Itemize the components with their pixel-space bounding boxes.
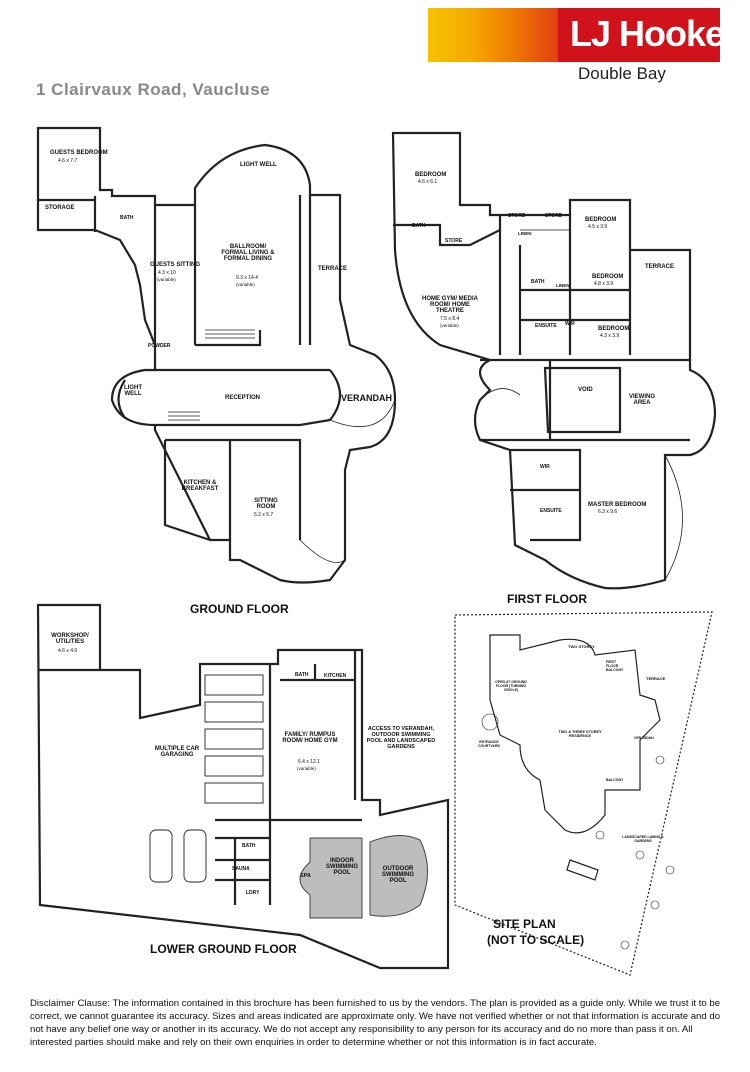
- room-outdoor-pool: OUTDOOR SWIMMING POOL: [382, 866, 414, 884]
- site-balcony: BALCONY: [606, 778, 624, 782]
- room-guests-sitting: GUESTS SITTING: [150, 262, 201, 268]
- room-laundry: LDRY: [246, 890, 260, 896]
- logo-color-stripes: [428, 8, 578, 62]
- room-store-1: STORE: [508, 213, 526, 219]
- room-linen-1: LINEN: [518, 231, 532, 236]
- room-bath-first-2: BATH: [531, 279, 545, 285]
- site-two-storey: TWO STOREY: [568, 644, 595, 649]
- ground-floor-title: GROUND FLOOR: [190, 602, 289, 616]
- room-home-gym-note: (variable): [440, 323, 459, 328]
- site-first-floor-balcony: FIRST FLOOR BALCONY: [606, 660, 624, 672]
- site-entrance-courtyard: ENTRANCE COURTYARD: [477, 740, 501, 748]
- room-bath: BATH: [120, 215, 134, 221]
- room-storage: STORAGE: [45, 205, 75, 211]
- property-address: 1 Clairvaux Road, Vaucluse: [36, 80, 271, 99]
- site-terrace: TERRACE: [646, 676, 666, 681]
- site-plan-subtitle: (NOT TO SCALE): [487, 933, 585, 947]
- garage-car-bays: [149, 674, 264, 883]
- room-store-3: STORE: [445, 238, 463, 244]
- room-ensuite-1: ENSUITE: [535, 323, 557, 329]
- first-floor-details: [479, 229, 683, 581]
- site-landscaped-lawns: LANDSCAPED LAWNS & GARDENS: [622, 835, 664, 843]
- room-bedroom-4-size: 4.3 x 3.9: [600, 333, 620, 339]
- room-void: VOID: [578, 387, 593, 393]
- room-guests-sitting-size: 4.3 x 10: [158, 270, 176, 276]
- indoor-pool: [299, 837, 363, 919]
- room-reception: RECEPTION: [225, 395, 261, 401]
- room-linen-2: LINEN: [556, 283, 570, 288]
- room-terrace-first: TERRACE: [645, 264, 675, 270]
- room-ensuite-2: ENSUITE: [540, 508, 562, 514]
- lower-ground-floor-plan: [36, 603, 450, 970]
- lj-hooker-logo: LJ Hooker: [428, 8, 720, 62]
- site-plan: [454, 611, 713, 976]
- room-wir-2: WIR: [540, 464, 550, 470]
- room-terrace-ground: TERRACE: [318, 266, 348, 272]
- room-guests-sitting-note: (variable): [157, 277, 176, 282]
- room-multiple-car-garaging: MULTIPLE CAR GARAGING: [154, 746, 200, 758]
- room-viewing-area: VIEWING AREA: [628, 394, 655, 406]
- room-bedroom-3-size: 4.8 x 3.9: [594, 281, 614, 287]
- room-ballroom-size: 9.3 x 14.4: [236, 275, 258, 281]
- site-plan-title: SITE PLAN: [493, 917, 556, 931]
- room-kitchen-lower: KITCHEN: [324, 673, 347, 679]
- ground-floor-plan: [36, 126, 397, 584]
- room-bath-lower-2: BATH: [242, 843, 256, 849]
- room-family-rumpus-size: 6.4 x 12.1: [298, 759, 320, 765]
- room-verandah: VERANDAH: [341, 393, 393, 403]
- room-indoor-pool: INDOOR SWIMMING POOL: [326, 858, 358, 876]
- room-ballroom-note: (variable): [236, 282, 255, 287]
- room-family-rumpus: FAMILY/ RUMPUS ROOM/ HOME GYM: [282, 732, 338, 744]
- room-ballroom: BALLROOM/ FORMAL LIVING & FORMAL DINING: [221, 244, 275, 262]
- site-verandah: VERANDAH: [634, 736, 654, 740]
- logo-brand-block: LJ Hooker: [558, 8, 720, 62]
- floor-plans-drawing: [36, 126, 717, 976]
- room-sauna: SAUNA: [232, 866, 250, 872]
- lower-ground-floor-title: LOWER GROUND FLOOR: [150, 942, 297, 956]
- outdoor-pool: [369, 835, 428, 917]
- room-master-bedroom-size: 6.3 x 9.6: [598, 509, 618, 515]
- first-floor-title: FIRST FLOOR: [507, 592, 587, 606]
- room-spa: SPA: [300, 873, 311, 879]
- room-bath-lower-1: BATH: [295, 672, 309, 678]
- room-light-well: LIGHT WELL: [124, 385, 142, 397]
- room-family-rumpus-note: (variable): [297, 766, 316, 771]
- room-home-gym-media: HOME GYM/ MEDIA ROOM/ HOME THEATRE: [421, 296, 478, 314]
- room-access-verandah: ACCESS TO VERANDAH, OUTDOOR SWIMMING POO…: [366, 726, 436, 750]
- room-bedroom-1-size: 4.6 x 6.1: [418, 179, 438, 185]
- room-master-bedroom: MASTER BEDROOM: [588, 502, 647, 508]
- room-home-gym-size: 7.5 x 8.4: [440, 316, 460, 322]
- disclaimer-text: Disclaimer Clause: The information conta…: [30, 998, 721, 1048]
- ground-floor-details: [168, 329, 396, 563]
- room-bedroom-2-size: 4.5 x 3.9: [588, 224, 608, 230]
- site-residence: TWO & THREE STOREY RESIDENCE: [558, 730, 602, 738]
- room-guests-bedroom: GUESTS BEDROOM: [50, 150, 108, 156]
- room-workshop-size: 4.6 x 4.6: [58, 648, 78, 654]
- room-sitting-room: SITTING ROOM: [254, 498, 278, 510]
- room-kitchen-breakfast: KITCHEN & BREAKFAST: [181, 480, 219, 492]
- site-open-ground-floor: OPEN AT GROUND FLOOR (TURNING CIRCLE): [495, 680, 527, 692]
- brand-name: LJ Hooker: [570, 13, 720, 54]
- office-name: Double Bay: [578, 64, 666, 83]
- room-bedroom-3: BEDROOM: [592, 274, 624, 280]
- room-workshop: WORKSHOP/ UTILITIES: [51, 633, 89, 645]
- room-bedroom-2: BEDROOM: [585, 217, 617, 223]
- room-guests-bedroom-size: 4.6 x 7.7: [58, 158, 78, 164]
- room-sitting-room-size: 5.2 x 5.7: [254, 512, 274, 518]
- room-bedroom-4: BEDROOM: [598, 326, 630, 332]
- room-bath-first: BATH: [412, 223, 426, 229]
- room-store-2: STORE: [545, 213, 563, 219]
- site-landscaping: [481, 713, 675, 950]
- first-floor-plan: [391, 131, 717, 590]
- room-bedroom-1: BEDROOM: [415, 172, 447, 178]
- room-wir-1: WIR: [565, 321, 575, 327]
- room-light-well-top: LIGHT WELL: [240, 162, 277, 168]
- room-powder: POWDER: [148, 343, 171, 349]
